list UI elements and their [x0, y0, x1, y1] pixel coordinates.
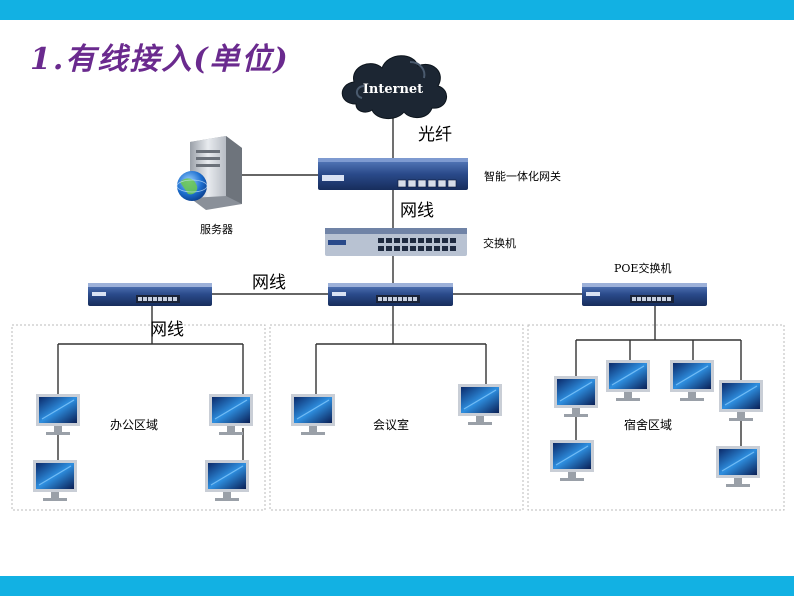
computer-icon — [606, 360, 650, 401]
gateway-device-icon — [318, 158, 468, 190]
computer-icon — [209, 394, 253, 435]
internet-label: Internet — [363, 82, 423, 97]
top-accent-bar — [0, 0, 794, 20]
slide-title: 1.有线接入(单位) — [30, 42, 290, 77]
gateway-label: 智能一体化网关 — [484, 170, 561, 183]
meeting-area-label: 会议室 — [373, 418, 410, 432]
computer-icon — [719, 380, 763, 421]
computer-icon — [670, 360, 714, 401]
server-label: 服务器 — [200, 223, 233, 236]
access-switch-office-icon — [88, 283, 212, 306]
computer-icon — [33, 460, 77, 501]
dorm-area-label: 宿舍区域 — [624, 418, 673, 432]
access-switch-meeting-icon — [328, 283, 453, 306]
computer-icon — [291, 394, 335, 435]
dorm-area-box — [527, 324, 785, 511]
poe-switch-icon — [582, 283, 707, 306]
computer-icon — [550, 440, 594, 481]
poe-switch-label: POE交换机 — [614, 262, 672, 275]
office-area-label: 办公区域 — [110, 418, 159, 432]
gateway-cable-label: 网线 — [400, 201, 434, 221]
computer-icon — [36, 394, 80, 435]
office-area-box — [11, 324, 266, 511]
connection-lines — [57, 118, 742, 462]
computer-icon — [205, 460, 249, 501]
bottom-accent-bar — [0, 576, 794, 596]
meeting-area-box — [269, 324, 524, 511]
computer-icon — [554, 376, 598, 417]
server-icon — [176, 136, 242, 210]
computer-icon — [716, 446, 760, 487]
internet-cloud-icon — [341, 55, 447, 119]
office-cable-label: 网线 — [150, 320, 184, 340]
switch-cable-label: 网线 — [252, 273, 286, 293]
fiber-link-label: 光纤 — [418, 125, 452, 145]
core-switch-label: 交换机 — [483, 237, 516, 250]
core-switch-icon — [325, 228, 467, 256]
computer-icon — [458, 384, 502, 425]
